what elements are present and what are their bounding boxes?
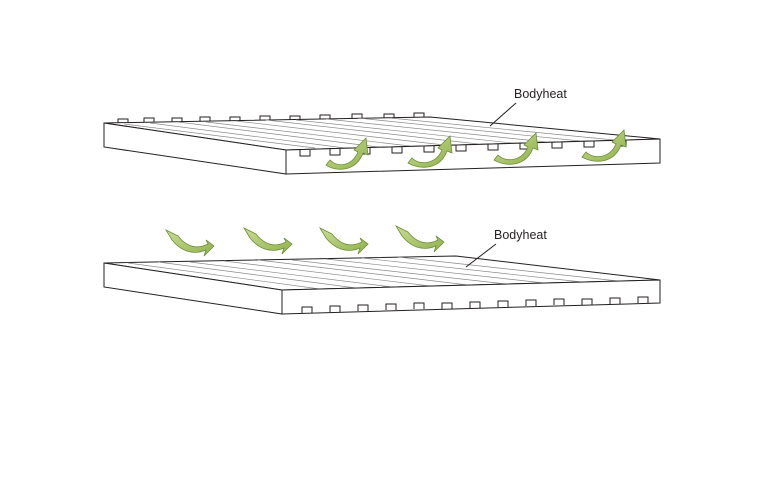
heat-arrow-icon bbox=[164, 229, 215, 257]
bottom-panel-leader-line bbox=[465, 243, 497, 268]
bottom-panel-grooves bbox=[127, 256, 619, 290]
bottom-panel-heat-arrows bbox=[164, 225, 445, 257]
heat-arrow-icon bbox=[493, 132, 539, 165]
heat-arrow-icon bbox=[242, 227, 293, 255]
top-panel-grooves bbox=[123, 117, 615, 149]
heat-arrow-icon bbox=[581, 129, 627, 162]
top-panel: Bodyheat bbox=[103, 87, 661, 175]
bottom-panel-front-face bbox=[281, 279, 661, 315]
heat-arrow-icon bbox=[407, 135, 453, 168]
top-panel-label: Bodyheat bbox=[514, 87, 567, 101]
top-panel-back-ribs bbox=[117, 112, 425, 123]
heat-arrow-icon bbox=[325, 137, 369, 170]
bottom-panel-label: Bodyheat bbox=[494, 228, 547, 242]
bottom-panel-notches bbox=[301, 296, 649, 313]
top-panel-leader-line bbox=[489, 102, 517, 127]
top-panel-heat-arrows bbox=[325, 129, 627, 170]
bottom-panel: Bodyheat bbox=[103, 225, 661, 315]
heat-arrow-icon bbox=[394, 225, 445, 253]
heat-arrow-icon bbox=[318, 227, 369, 255]
